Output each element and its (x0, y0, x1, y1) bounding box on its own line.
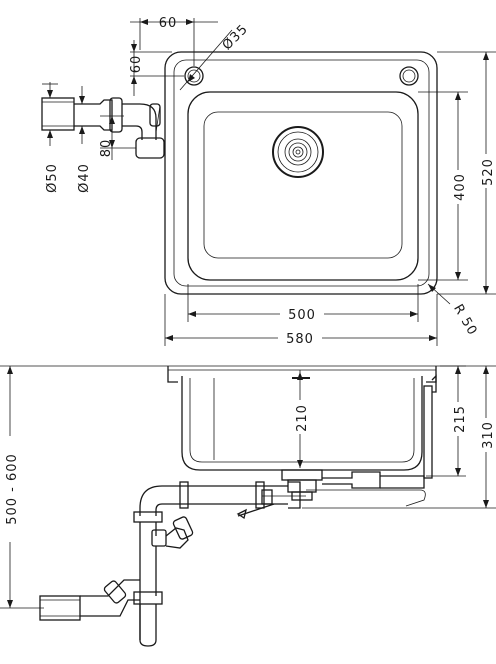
tap-hole-right (399, 66, 419, 86)
pipe-diameter-40-label: Ø40 (77, 163, 92, 193)
top-view (164, 51, 438, 295)
sink-height-label: 520 (481, 158, 496, 186)
sink-width-label: 580 (286, 332, 314, 347)
waste-pipe-horizontal (162, 485, 288, 505)
bowl-outline (187, 91, 419, 281)
pipe-diameter-50-label: Ø50 (45, 163, 60, 193)
overflow-pipe (423, 385, 433, 479)
side-view-dims: 210 215 310 500 - 600 (0, 365, 496, 609)
install-height-range-label: 500 - 600 (5, 453, 20, 525)
bowl-bottom (203, 111, 403, 259)
sink-inner-rim (173, 59, 430, 287)
trap-depth-label: 310 (481, 421, 496, 449)
trap-offset-label: 80 (99, 139, 114, 158)
trap-pipe-vertical (139, 522, 157, 640)
hole-offset-x-label: 60 (159, 16, 178, 31)
pop-up-lever (262, 489, 426, 507)
bowl-height-label: 400 (453, 173, 468, 201)
hole-offset-y-label: 60 (129, 55, 144, 74)
overflow-depth-label: 215 (453, 405, 468, 433)
bowl-width-label: 500 (288, 308, 316, 323)
drain-outlet (281, 469, 323, 481)
tap-hole-left (184, 66, 204, 86)
sink-outer-rim (164, 51, 438, 295)
drain-strainer (272, 126, 324, 178)
side-view (39, 366, 437, 647)
vertical-dims-top: 400 520 (418, 51, 496, 295)
hole-diameter-label: Ø35 (220, 22, 252, 54)
corner-radius-label: R 50 (450, 302, 480, 339)
bowl-depth-label: 210 (295, 404, 310, 432)
trap-fitting-detail: Ø50 Ø40 80 (41, 82, 165, 193)
